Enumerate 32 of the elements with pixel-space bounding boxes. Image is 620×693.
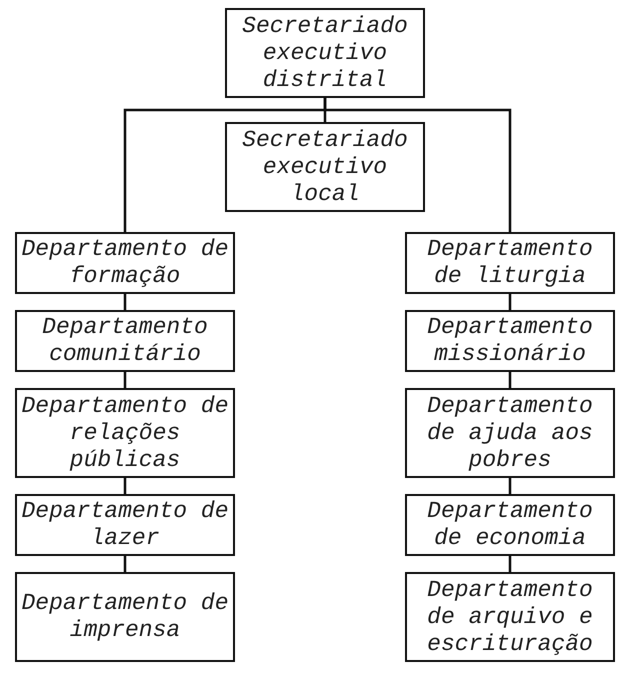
box-label: Departamento de lazer <box>21 498 229 552</box>
connector-line <box>508 478 512 494</box>
org-chart-box <box>405 388 615 478</box>
box-label: Departamento missionário <box>426 314 594 368</box>
org-chart-box <box>405 572 615 662</box>
box-label: Departamento de imprensa <box>21 590 229 644</box>
connector-line <box>508 556 512 572</box>
box-label: Departamento de formação <box>21 236 229 290</box>
org-chart-box <box>405 310 615 372</box>
connector-line <box>508 372 512 388</box>
box-label: Departamento de liturgia <box>426 236 594 290</box>
org-chart-box <box>225 8 425 98</box>
connector-line <box>124 478 126 494</box>
box-label: Departamento de arquivo e escrituração <box>426 576 594 658</box>
org-chart-box <box>405 494 615 556</box>
box-label: Secretariado executivo local <box>241 126 409 208</box>
box-label: Departamento de economia <box>426 498 594 552</box>
connector-line <box>124 556 126 572</box>
box-label: Departamento de relações públicas <box>21 392 229 474</box>
box-label: Departamento comunitário <box>41 314 209 368</box>
connector-line <box>124 372 126 388</box>
org-chart-box <box>15 310 235 372</box>
org-chart-box <box>15 232 235 294</box>
box-label: Departamento de ajuda aos pobres <box>426 392 594 474</box>
org-chart-box <box>405 232 615 294</box>
connector-line <box>508 294 512 310</box>
org-chart-box <box>225 122 425 212</box>
org-chart-box <box>15 494 235 556</box>
connector-line <box>124 294 126 310</box>
org-chart-box <box>15 572 235 662</box>
connector-line <box>324 98 512 232</box>
box-label: Secretariado executivo distrital <box>241 12 409 94</box>
